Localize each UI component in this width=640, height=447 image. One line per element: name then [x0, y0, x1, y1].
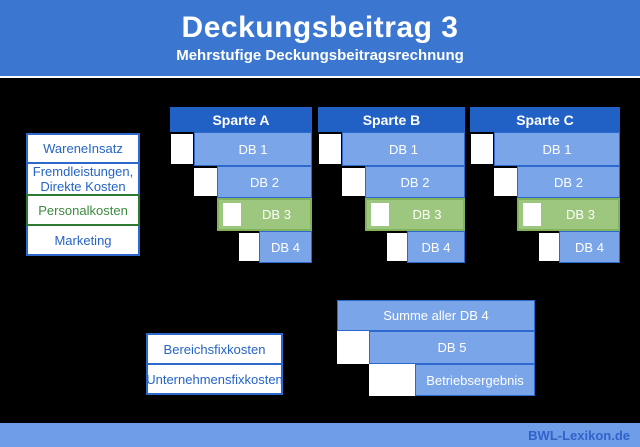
page-title: Deckungsbeitrag 3 — [181, 11, 459, 44]
db2-row: DB 2 — [470, 166, 620, 198]
cost-deduction-box — [223, 203, 241, 226]
division-header-sparte-b: Sparte B — [318, 107, 465, 132]
cost-deduction-box — [539, 233, 559, 261]
division-header-sparte-a: Sparte A — [170, 107, 312, 132]
cost-deduction-box — [494, 168, 517, 196]
cost-deduction-box — [387, 233, 407, 261]
db4-bar: DB 4 — [259, 231, 312, 263]
result-row: Betriebsergebnis — [337, 364, 535, 396]
db1-row: DB 1 — [318, 132, 465, 166]
cost-deduction-box — [371, 203, 389, 226]
cost-deduction-box — [194, 168, 217, 196]
db3-bar: DB 3 — [365, 198, 465, 231]
sum-db4-bar: Summe aller DB 4 — [337, 300, 535, 331]
db4-row: DB 4 — [470, 231, 620, 263]
cost-label-marketing: Marketing — [26, 224, 140, 256]
footer-bar: BWL-Lexikon.de — [0, 423, 640, 447]
db1-row: DB 1 — [470, 132, 620, 166]
fixed-cost-unternehmensfixkosten: Unternehmensfixkosten — [146, 363, 283, 395]
cost-deduction-box — [337, 331, 369, 364]
page-subtitle: Mehrstufige Deckungsbeitragsrechnung — [176, 47, 464, 64]
header: Deckungsbeitrag 3 Mehrstufige Deckungsbe… — [0, 0, 640, 78]
cost-deduction-box — [171, 134, 193, 164]
fixed-costs-column: Bereichsfixkosten Unternehmensfixkosten — [146, 333, 283, 395]
db2-bar: DB 2 — [365, 166, 465, 198]
db3-row: DB 3 — [470, 198, 620, 231]
db4-bar: DB 4 — [407, 231, 465, 263]
betriebsergebnis-bar: Betriebsergebnis — [415, 364, 535, 396]
brand-label: BWL-Lexikon.de — [528, 427, 630, 443]
db4-row: DB 4 — [170, 231, 312, 263]
db4-row: DB 4 — [318, 231, 465, 263]
cost-label-personalkosten: Personalkosten — [26, 194, 140, 226]
db2-row: DB 2 — [318, 166, 465, 198]
db1-row: DB 1 — [170, 132, 312, 166]
db1-bar: DB 1 — [342, 132, 465, 166]
cost-label-fremdleistungen: Fremdleistungen, Direkte Kosten — [26, 162, 140, 196]
fixed-cost-bereichsfixkosten: Bereichsfixkosten — [146, 333, 283, 365]
db2-bar: DB 2 — [217, 166, 312, 198]
cost-deduction-box — [369, 364, 415, 396]
cost-label-wareneinsatz: WareneInsatz — [26, 133, 140, 164]
division-column-sparte-c: Sparte C DB 1 DB 2 DB 3 DB 4 — [470, 107, 620, 263]
cost-deduction-box — [319, 134, 341, 164]
db3-row: DB 3 — [318, 198, 465, 231]
db4-bar: DB 4 — [559, 231, 620, 263]
division-header-sparte-c: Sparte C — [470, 107, 620, 132]
cost-deduction-box — [471, 134, 493, 164]
db3-row: DB 3 — [170, 198, 312, 231]
db5-bar: DB 5 — [369, 331, 535, 364]
cost-deduction-box — [239, 233, 259, 261]
db3-bar: DB 3 — [217, 198, 312, 231]
db1-bar: DB 1 — [494, 132, 620, 166]
cost-deduction-box — [342, 168, 365, 196]
division-column-sparte-b: Sparte B DB 1 DB 2 DB 3 DB 4 — [318, 107, 465, 263]
db1-bar: DB 1 — [194, 132, 312, 166]
cost-deduction-box — [523, 203, 541, 226]
db2-row: DB 2 — [170, 166, 312, 198]
division-column-sparte-a: Sparte A DB 1 DB 2 DB 3 DB 4 — [170, 107, 312, 263]
cost-label-column: WareneInsatz Fremdleistungen, Direkte Ko… — [26, 133, 140, 256]
db5-row: DB 5 — [337, 331, 535, 364]
summary-group: Summe aller DB 4 DB 5 Betriebsergebnis — [337, 300, 535, 396]
db2-bar: DB 2 — [517, 166, 620, 198]
db3-bar: DB 3 — [517, 198, 620, 231]
